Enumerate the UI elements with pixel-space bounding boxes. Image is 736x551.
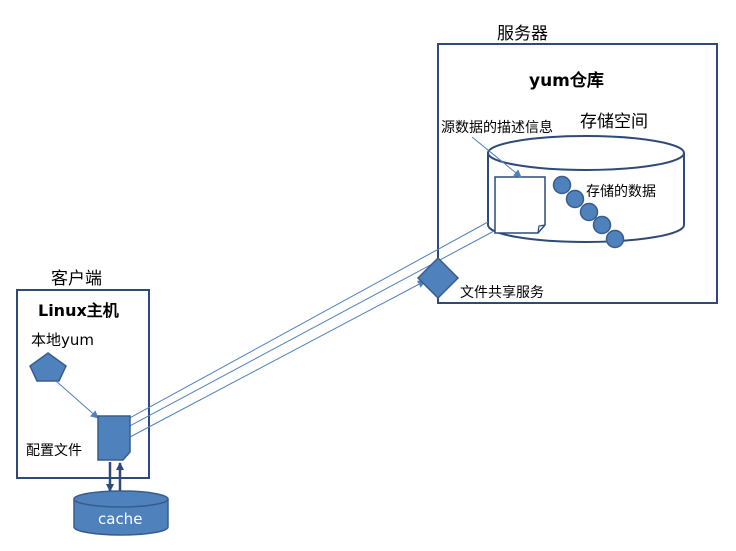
config-file-label: 配置文件: [26, 443, 82, 459]
data-circle: [592, 215, 612, 235]
metadata-arrow: [471, 136, 522, 178]
connection-line: [125, 221, 489, 421]
yum-to-config-arrow: [55, 380, 99, 419]
file-share-service-label: 文件共享服务: [460, 285, 544, 301]
cache-cylinder: [73, 490, 169, 536]
local-yum-icon: [29, 352, 67, 382]
data-circle: [565, 189, 585, 209]
data-circle: [605, 229, 625, 249]
cache-label: cache: [98, 510, 143, 528]
data-circle: [552, 175, 572, 195]
data-circle: [579, 202, 599, 222]
connection-line: [129, 280, 426, 438]
storage-space-label: 存储空间: [580, 112, 648, 132]
linux-host-title: Linux主机: [38, 301, 119, 320]
server-title: 服务器: [497, 24, 548, 44]
stored-data-label: 存储的数据: [586, 184, 656, 200]
local-yum-label: 本地yum: [31, 331, 94, 349]
metadata-document-icon: [494, 176, 546, 234]
yum-repo-title: yum仓库: [529, 71, 604, 91]
client-title: 客户端: [51, 269, 102, 289]
config-file-icon: [97, 415, 131, 461]
metadata-label: 源数据的描述信息: [441, 120, 553, 136]
file-share-service-icon: [416, 256, 460, 300]
